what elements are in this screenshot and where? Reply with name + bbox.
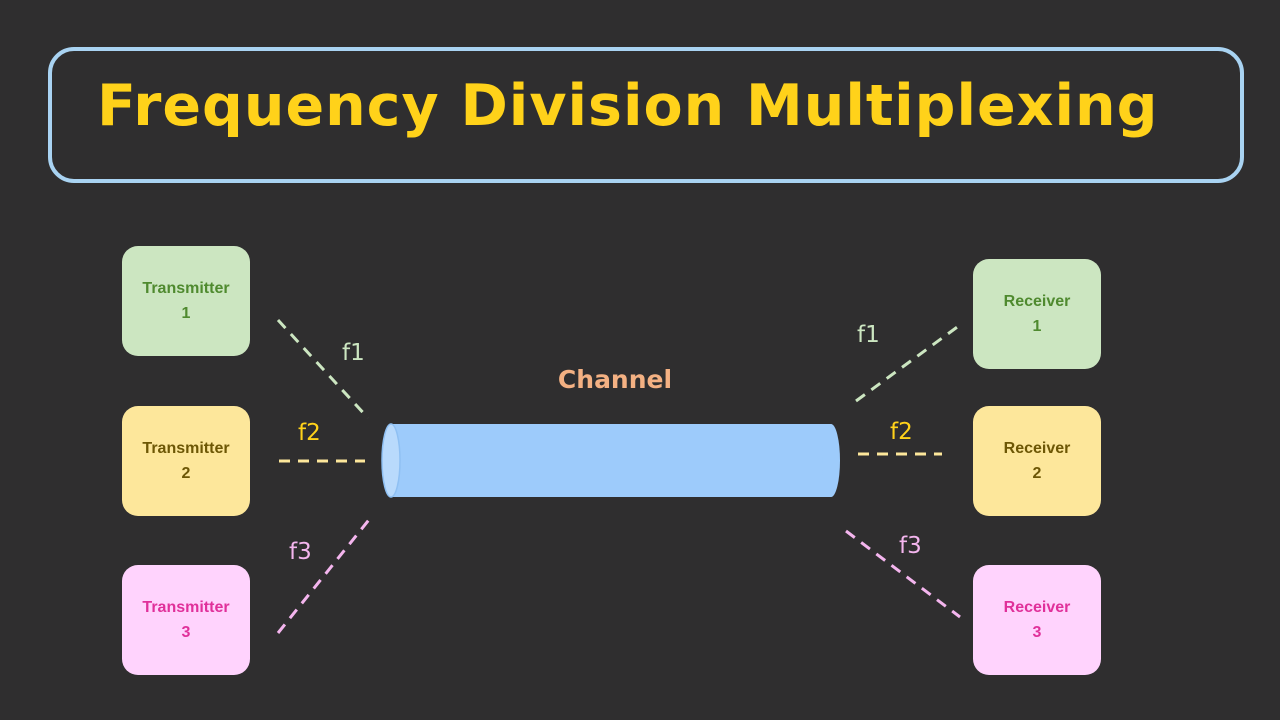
transmitter-3-box: Transmitter 3: [122, 565, 250, 675]
link-receiver-3: [845, 529, 961, 619]
freq-label-right-f3: f3: [899, 533, 922, 559]
link-receiver-1: [855, 323, 961, 403]
link-transmitter-3: [276, 515, 374, 634]
page-title: Frequency Division Multiplexing: [97, 73, 1159, 139]
receiver-2-number: 2: [1032, 465, 1042, 482]
transmitter-1-name: Transmitter: [142, 280, 230, 297]
receiver-3-name: Receiver: [1003, 599, 1071, 616]
channel-cylinder: [381, 423, 840, 498]
transmitter-1-box: Transmitter 1: [122, 246, 250, 356]
channel-label: Channel: [558, 365, 672, 394]
transmitter-2-box: Transmitter 2: [122, 406, 250, 516]
freq-label-right-f2: f2: [890, 419, 913, 445]
freq-label-left-f2: f2: [298, 420, 321, 446]
channel-left-end: [381, 423, 401, 498]
link-transmitter-1: [276, 318, 370, 420]
receiver-1-name: Receiver: [1003, 293, 1071, 310]
receiver-3-box: Receiver 3: [973, 565, 1101, 675]
receiver-2-name: Receiver: [1003, 440, 1071, 457]
freq-label-left-f3: f3: [289, 539, 312, 565]
receiver-3-number: 3: [1032, 624, 1042, 641]
freq-label-left-f1: f1: [342, 340, 365, 366]
receiver-1-number: 1: [1032, 318, 1042, 335]
receiver-1-box: Receiver 1: [973, 259, 1101, 369]
transmitter-2-number: 2: [181, 465, 191, 482]
transmitter-1-number: 1: [181, 305, 191, 322]
transmitter-3-name: Transmitter: [142, 599, 230, 616]
channel-right-end: [822, 424, 840, 497]
transmitter-2-name: Transmitter: [142, 440, 230, 457]
title-frame: [48, 47, 1244, 183]
freq-label-right-f1: f1: [857, 322, 880, 348]
channel-body: [391, 424, 831, 497]
transmitter-3-number: 3: [181, 624, 191, 641]
receiver-2-box: Receiver 2: [973, 406, 1101, 516]
